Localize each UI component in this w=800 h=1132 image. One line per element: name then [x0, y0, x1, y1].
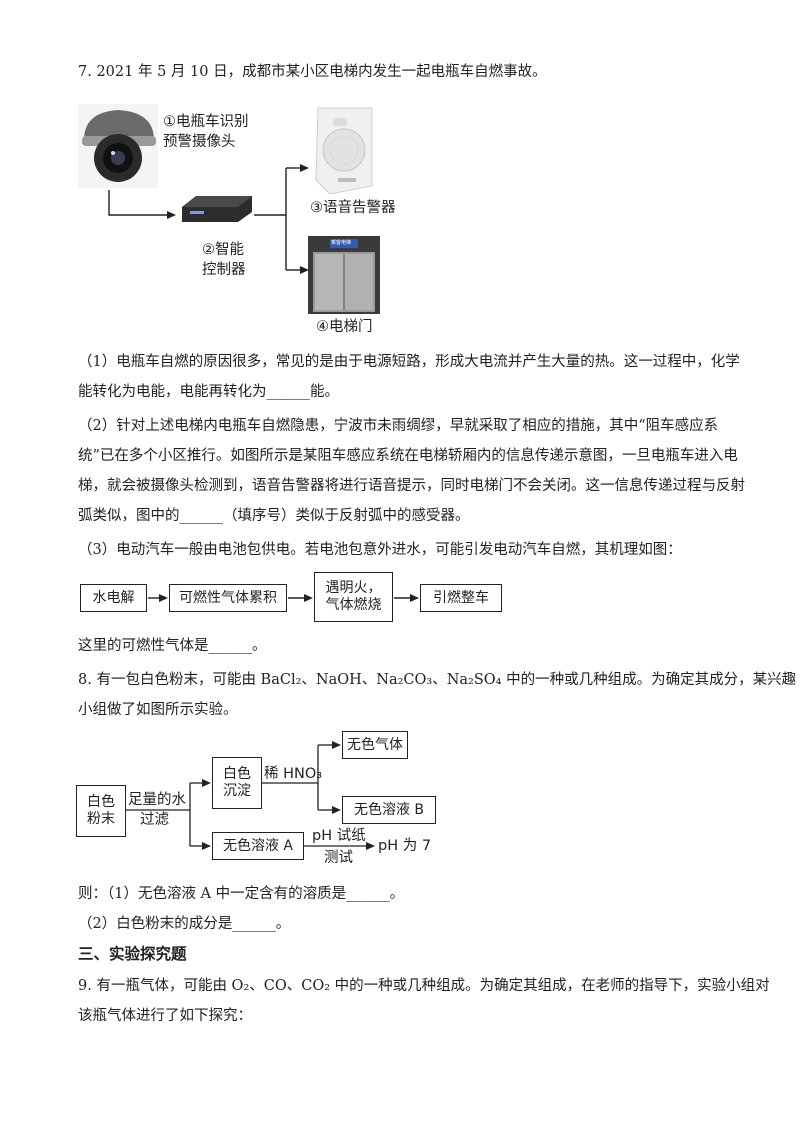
camera-image — [78, 104, 158, 188]
door-label: ④电梯门 — [316, 319, 373, 335]
ph-paper-label-line1: pH 试纸 — [312, 828, 366, 844]
white-powder-box: 白色 粉末 — [76, 785, 126, 837]
controller-label-line1: ②智能 — [202, 242, 244, 258]
nitric-acid-label: 稀 HNO₃ — [264, 766, 323, 782]
ph-result-label: pH 为 7 — [378, 838, 432, 854]
arrow-camera-to-controller — [108, 190, 168, 216]
water-label-line1: 足量的水 — [128, 792, 186, 808]
q7-part2-line1: （2）针对上述电梯内电瓶车自燃隐患，宁波市未雨绸缪，早就采取了相应的措施，其中“… — [78, 418, 719, 434]
white-precipitate-box: 白色 沉淀 — [212, 757, 262, 809]
water-label-line2: 过滤 — [140, 812, 169, 828]
q8-answer2: （2）白色粉末的成分是______。 — [78, 916, 291, 932]
q7-intro: 7. 2021 年 5 月 10 日，成都市某小区电梯内发生一起电瓶车自燃事故。 — [78, 64, 547, 80]
q7-part1-line1: （1）电瓶车自燃的原因很多，常见的是由于电源短路，形成大电流并产生大量的热。这一… — [78, 354, 740, 370]
door-sign: 乘客电梯 — [331, 240, 352, 246]
q7-part2-line4: 弧类似，图中的______（填序号）类似于反射弧中的感受器。 — [78, 508, 470, 524]
controller-label-line2: 控制器 — [202, 262, 246, 278]
q8-line1: 8. 有一包白色粉末，可能由 BaCl₂、NaOH、Na₂CO₃、Na₂SO₄ … — [78, 672, 797, 688]
q7-part1-line2: 能转化为电能，电能再转化为______能。 — [78, 384, 339, 400]
q8-answer1: 则：（1）无色溶液 A 中一定含有的溶质是______。 — [78, 886, 405, 902]
flow-step-water-electrolysis: 水电解 — [80, 584, 147, 612]
elevator-door-image — [308, 236, 380, 314]
colorless-solution-a-box: 无色溶液 A — [212, 832, 304, 860]
q8-line2: 小组做了如图所示实验。 — [78, 702, 238, 718]
q9-line1: 9. 有一瓶气体，可能由 O₂、CO、CO₂ 中的一种或几种组成。为确定其组成，… — [78, 978, 770, 994]
controller-image — [182, 196, 252, 222]
colorless-gas-box: 无色气体 — [342, 731, 408, 759]
ph-paper-label-line2: 测试 — [324, 850, 353, 866]
flow-step-gas-accumulation: 可燃性气体累积 — [169, 584, 287, 612]
camera-label-line1: ①电瓶车识别 — [163, 114, 249, 130]
q7-part3-line1: （3）电动汽车一般由电池包供电。若电池包意外进水，可能引发电动汽车自燃，其机理如… — [78, 542, 682, 558]
flow-step-gas-combustion: 遇明火， 气体燃烧 — [314, 572, 393, 622]
q9-line2: 该瓶气体进行了如下探究： — [78, 1008, 252, 1024]
q7-part2-line2: 统”已在多个小区推行。如图所示是某阻车感应系统在电梯轿厢内的信息传递示意图，一旦… — [78, 448, 738, 464]
section-3-title: 三、实验探究题 — [78, 945, 187, 963]
camera-label-line2: 预警摄像头 — [163, 134, 236, 150]
colorless-solution-b-box: 无色溶液 B — [342, 796, 436, 824]
alarm-image — [315, 107, 373, 195]
q7-part3-line2: 这里的可燃性气体是______。 — [78, 638, 267, 654]
flow-step-vehicle-ignited: 引燃整车 — [420, 584, 502, 612]
alarm-label: ③语音告警器 — [310, 200, 396, 216]
q7-part2-line3: 梯，就会被摄像头检测到，语音告警器将进行语音提示，同时电梯门不会关闭。这一信息传… — [78, 478, 745, 494]
